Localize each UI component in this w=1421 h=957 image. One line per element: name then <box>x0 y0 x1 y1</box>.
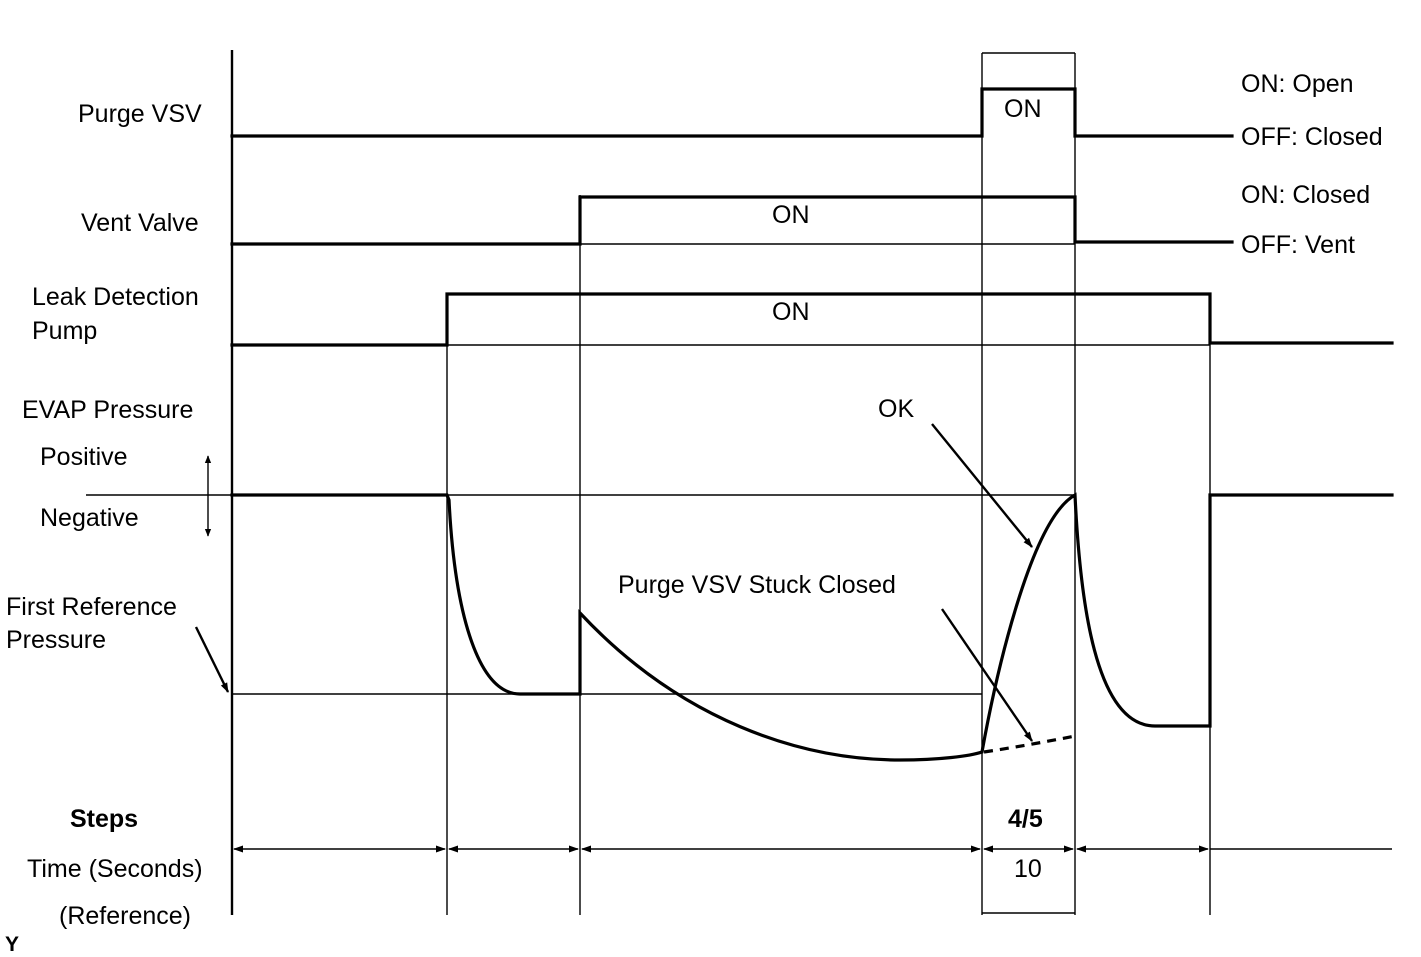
ok-label: OK <box>878 395 914 423</box>
corner-mark: Y <box>5 933 19 956</box>
reference-label: (Reference) <box>59 902 191 930</box>
purge-vsv-label: Purge VSV <box>78 100 202 128</box>
evap-negative-label: Negative <box>40 504 139 532</box>
ok-pointer <box>931 423 1033 548</box>
time-value: 10 <box>1014 855 1042 883</box>
steps-label: Steps <box>70 805 138 833</box>
vent-valve-on-text: ON <box>772 201 810 229</box>
stuck-closed-pointer <box>941 608 1033 742</box>
vent-valve-trace <box>230 195 1234 246</box>
purge-vsv-state-on: ON: Open <box>1241 70 1354 98</box>
evap-positive-label: Positive <box>40 443 128 471</box>
first-ref-label-line2: Pressure <box>6 626 106 654</box>
purge-vsv-on-text: ON <box>1004 95 1042 123</box>
leak-pump-label-line1: Leak Detection <box>32 283 199 311</box>
leak-pump-label-line2: Pump <box>32 317 97 345</box>
evap-pressure-label: EVAP Pressure <box>22 396 193 424</box>
evap-pressure-trace <box>230 492 1394 762</box>
leak-pump-trace <box>230 292 1394 347</box>
leak-pump-on-text: ON <box>772 298 810 326</box>
vent-valve-state-off: OFF: Vent <box>1241 231 1355 259</box>
purge-vsv-state-off: OFF: Closed <box>1241 123 1383 151</box>
purge-stuck-closed-trace <box>983 734 1076 754</box>
vent-valve-label: Vent Valve <box>81 209 199 237</box>
purge-vsv-trace <box>230 87 1234 138</box>
first-ref-pointer <box>194 626 230 693</box>
time-label: Time (Seconds) <box>27 855 203 883</box>
step-value: 4/5 <box>1008 805 1043 833</box>
first-ref-label-line1: First Reference <box>6 593 177 621</box>
stuck-closed-label: Purge VSV Stuck Closed <box>618 571 896 599</box>
vent-valve-state-on: ON: Closed <box>1241 181 1370 209</box>
